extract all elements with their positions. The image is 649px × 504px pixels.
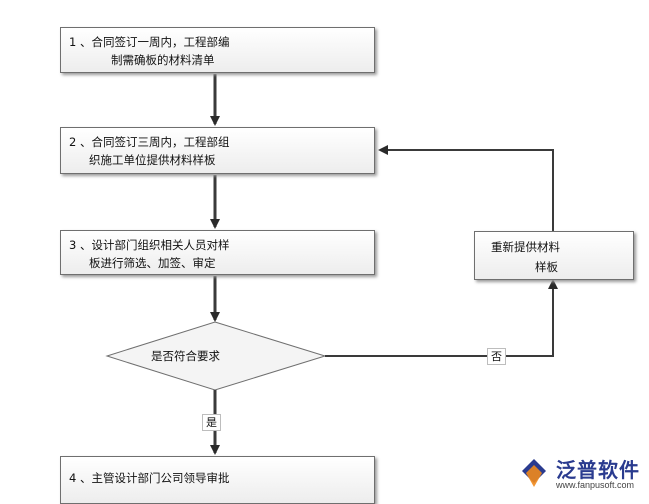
redo-line1: 重新提供材料 bbox=[491, 240, 560, 254]
step4-box: 4 、主管设计部门公司领导审批 bbox=[60, 456, 375, 504]
decision-no-label: 否 bbox=[487, 348, 506, 365]
redo-box: 重新提供材料 样板 bbox=[474, 231, 634, 280]
fanpu-logo: 泛普软件 www.fanpusoft.com bbox=[516, 452, 642, 497]
step3-box: 3 、设计部门组织相关人员对样 板进行筛选、加签、审定 bbox=[60, 230, 375, 275]
decision-label: 是否符合要求 bbox=[151, 349, 220, 363]
arrow-redo-to-step2 bbox=[378, 145, 554, 231]
step2-line1: 2 、合同签订三周内，工程部组 bbox=[69, 135, 230, 149]
arrow-decision-to-redo bbox=[325, 279, 558, 357]
step1-line1: 1 、合同签订一周内，工程部编 bbox=[69, 35, 230, 49]
step2-box: 2 、合同签订三周内，工程部组 织施工单位提供材料样板 bbox=[60, 127, 375, 174]
step4-line1: 4 、主管设计部门公司领导审批 bbox=[69, 471, 230, 485]
redo-line2: 样板 bbox=[535, 260, 558, 274]
step2-line2: 织施工单位提供材料样板 bbox=[89, 153, 216, 167]
step3-line1: 3 、设计部门组织相关人员对样 bbox=[69, 238, 230, 252]
step1-box: 1 、合同签订一周内，工程部编 制需确板的材料清单 bbox=[60, 27, 375, 73]
decision-yes-label: 是 bbox=[202, 414, 221, 431]
step3-line2: 板进行筛选、加签、审定 bbox=[89, 256, 216, 270]
fanpu-logo-icon bbox=[522, 459, 546, 487]
step1-line2: 制需确板的材料清单 bbox=[111, 53, 215, 67]
logo-name: 泛普软件 bbox=[556, 458, 640, 482]
logo-url: www.fanpusoft.com bbox=[556, 480, 635, 490]
